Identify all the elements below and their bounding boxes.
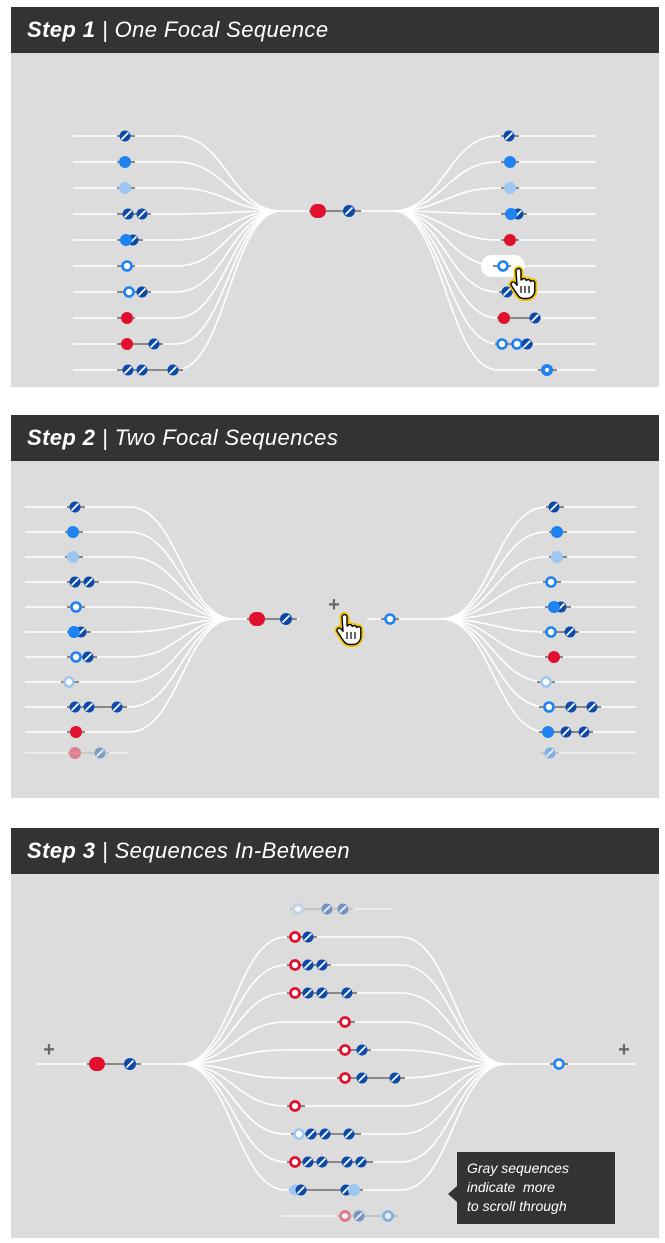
svg-text:+: + [618, 1039, 630, 1061]
step1-panel: Step 1 | One Focal Sequence [11, 7, 659, 387]
step3-title: Step 3 | Sequences In-Between [27, 828, 350, 874]
step1-separator: | [101, 17, 109, 42]
step1-header: Step 1 | One Focal Sequence [11, 7, 659, 53]
step3-sequence-flow-diagram: + + [36, 903, 636, 1224]
step3-between-sequences[interactable] [287, 903, 405, 1222]
hand-pointer-cursor-icon [334, 612, 364, 647]
plus-icon[interactable]: + [43, 1039, 55, 1061]
step1-sequence-flow-diagram [73, 130, 596, 388]
step3-label: Step 3 [27, 838, 96, 863]
plus-icon[interactable]: + [328, 594, 340, 616]
step3-focal-sequence-1[interactable] [87, 1057, 141, 1071]
svg-text:+: + [328, 594, 340, 616]
step2-name: Two Focal Sequences [114, 425, 339, 450]
step2-label: Step 2 [27, 425, 96, 450]
scroll-tooltip: Gray sequences indicate more to scroll t… [448, 1152, 615, 1224]
step1-right-sequences[interactable] [481, 130, 557, 388]
step2-panel: Step 2 | Two Focal Sequences [11, 415, 659, 798]
step1-name: One Focal Sequence [114, 17, 329, 42]
step3-separator: | [101, 838, 109, 863]
step1-left-sequences[interactable] [115, 130, 183, 388]
tooltip-line-3: to scroll through [467, 1198, 567, 1214]
step2-title: Step 2 | Two Focal Sequences [27, 415, 338, 461]
step1-title: Step 1 | One Focal Sequence [27, 7, 328, 53]
step1-focal-sequence[interactable] [309, 204, 361, 218]
step2-focal-sequence-1[interactable] [247, 612, 297, 626]
hand-pointer-cursor-icon [508, 266, 538, 301]
step3-name: Sequences In-Between [114, 838, 351, 863]
step2-sequence-flow-diagram: + [25, 501, 636, 760]
step2-left-sequences[interactable] [61, 501, 127, 760]
step2-right-sequences[interactable] [537, 501, 601, 759]
step2-focal-sequence-2[interactable] [381, 613, 399, 625]
tooltip-line-2: indicate more [467, 1179, 555, 1195]
step1-label: Step 1 [27, 17, 96, 42]
step3-panel: Step 3 | Sequences In-Between + + [11, 828, 659, 1238]
step3-focal-sequence-2[interactable] [550, 1058, 568, 1070]
step2-separator: | [101, 425, 109, 450]
step2-header: Step 2 | Two Focal Sequences [11, 415, 659, 461]
step3-header: Step 3 | Sequences In-Between [11, 828, 659, 874]
plus-icon[interactable]: + [618, 1039, 630, 1061]
svg-text:+: + [43, 1039, 55, 1061]
tooltip-line-1: Gray sequences [467, 1160, 569, 1176]
